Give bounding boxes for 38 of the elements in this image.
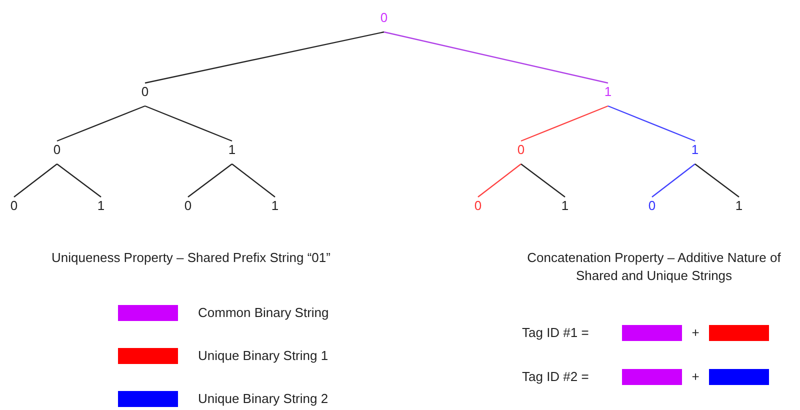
tree-node-label: 0 [378,10,390,26]
tree-node-label: 1 [226,142,238,158]
tree-node-label: 0 [182,198,194,214]
legend-label: Unique Binary String 2 [198,391,328,407]
legend-label: Common Binary String [198,305,329,321]
tree-branch [478,164,522,198]
tree-node-label: 0 [472,198,484,214]
tree-branch [56,105,146,142]
tree-branch [144,31,384,84]
tree-node-label: 1 [95,198,107,214]
tree-node-label: 1 [559,198,571,214]
tree-node-label: 0 [139,84,151,100]
tree-branch [384,31,608,84]
tree-branch [232,164,276,198]
legend-label: Unique Binary String 1 [198,348,328,364]
tree-node-label: 1 [689,142,701,158]
tree-node-label: 1 [602,84,614,100]
plus-sign: + [690,369,700,385]
tree-branch [188,164,232,198]
tree-node-label: 1 [733,198,745,214]
tree-branch [652,164,696,198]
tree-node-label: 0 [515,142,527,158]
tree-branch [520,164,566,198]
tree-branch [694,164,740,198]
tree-node-label: 1 [269,198,281,214]
tree-branch [144,105,232,142]
section-heading: Uniqueness Property – Shared Prefix String “01” [50,249,332,267]
tree-node-label: 0 [8,198,20,214]
tree-branch [56,164,102,198]
tree-branch [520,105,608,142]
tree-branch [14,164,58,198]
tree-node-label: 0 [646,198,658,214]
tag-label: Tag ID #1 = [522,325,590,341]
plus-sign: + [690,325,700,341]
section-heading: Concatenation Property – Additive Nature of Shared and Unique Strings [526,249,782,285]
tag-label: Tag ID #2 = [522,369,590,385]
tree-node-label: 0 [51,142,63,158]
tree-branch [608,105,696,142]
